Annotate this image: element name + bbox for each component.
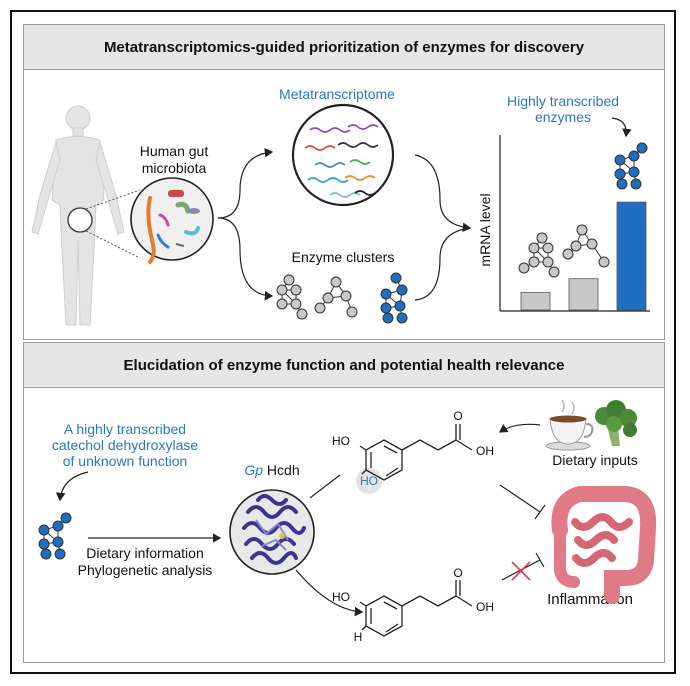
enzyme-cluster-blue-icon: [380, 272, 408, 324]
hydroxyl-highlight-label: HO: [360, 474, 378, 488]
caffeic-acid-molecule: [356, 424, 473, 494]
acid-oh-top-label: OH: [476, 444, 494, 458]
outer-frame: [10, 10, 676, 674]
mrna-bar-chart: mRNA level: [477, 135, 650, 312]
intestine-icon: [551, 486, 657, 604]
highly-transcribed-line-1: Highly transcribed: [506, 93, 620, 109]
gut-label-line-1: Human gut: [139, 143, 209, 159]
broccoli-icon: [595, 400, 637, 446]
metatranscriptome-icon: [291, 103, 395, 207]
highly-transcribed-line-2: enzymes: [534, 109, 592, 125]
panel-prioritization: Metatranscriptomics-guided prioritizatio…: [23, 24, 665, 340]
enzyme-cluster-grey-triangle-icon: [314, 276, 358, 318]
dietary-information-label: Dietary information: [86, 545, 204, 561]
protein-structure-icon: [229, 489, 315, 575]
catechol-line-3: of unknown function: [62, 453, 188, 469]
carbonyl-o-top-label: O: [453, 409, 462, 423]
product-molecule: [359, 580, 473, 637]
gut-microbiota-icon: [130, 177, 214, 264]
bar-1: [520, 292, 551, 311]
enzyme-cluster-blue-panel2-icon: [38, 512, 72, 560]
protein-to-product-arrow: [295, 569, 364, 617]
phylogenetic-analysis-label: Phylogenetic analysis: [77, 562, 213, 578]
catechol-line-1: A highly transcribed: [63, 421, 187, 437]
dietary-arrow: [499, 423, 541, 433]
carbonyl-o-bottom-label: O: [453, 566, 462, 580]
inhibition-product-blocked: [501, 552, 545, 581]
bar-2: [568, 278, 599, 311]
hydroxyl-bottom-label: HO: [332, 590, 350, 604]
bar-3: [616, 201, 647, 311]
hydroxyl-top-label: HO: [332, 434, 350, 448]
enzyme-clusters-label: Enzyme clusters: [291, 249, 395, 265]
panel-1-title: Metatranscriptomics-guided prioritizatio…: [24, 25, 664, 70]
hydrogen-bottom-label: H: [354, 630, 363, 644]
highlight-arrow: [611, 117, 632, 138]
catechol-line-2: catechol dehydroxylase: [51, 437, 199, 453]
acid-oh-bottom-label: OH: [476, 600, 494, 614]
metatranscriptome-label: Metatranscriptome: [279, 86, 395, 102]
gut-highlight-circle: [67, 207, 93, 233]
dietary-inputs-label: Dietary inputs: [552, 452, 638, 468]
y-axis-label: mRNA level: [477, 193, 493, 266]
gut-label-line-2: microbiota: [141, 160, 207, 176]
enzyme-name: Gp Hcdh: [244, 462, 300, 478]
chart-enzyme-blue-icon: [614, 142, 648, 190]
chart-enzyme-grey-square-icon: [518, 232, 560, 278]
coffee-cup-icon: [545, 399, 594, 451]
protein-to-substrate-line: [309, 474, 341, 499]
panel-2-title: Elucidation of enzyme function and poten…: [24, 343, 664, 388]
blocked-cross-icon: [511, 561, 531, 581]
inhibition-substrate: [499, 484, 546, 520]
catechol-arrow: [55, 471, 89, 502]
zoom-line-top: [85, 189, 141, 210]
chart-enzyme-grey-triangle-icon: [562, 224, 610, 268]
enzyme-cluster-grey-square-icon: [276, 274, 308, 320]
